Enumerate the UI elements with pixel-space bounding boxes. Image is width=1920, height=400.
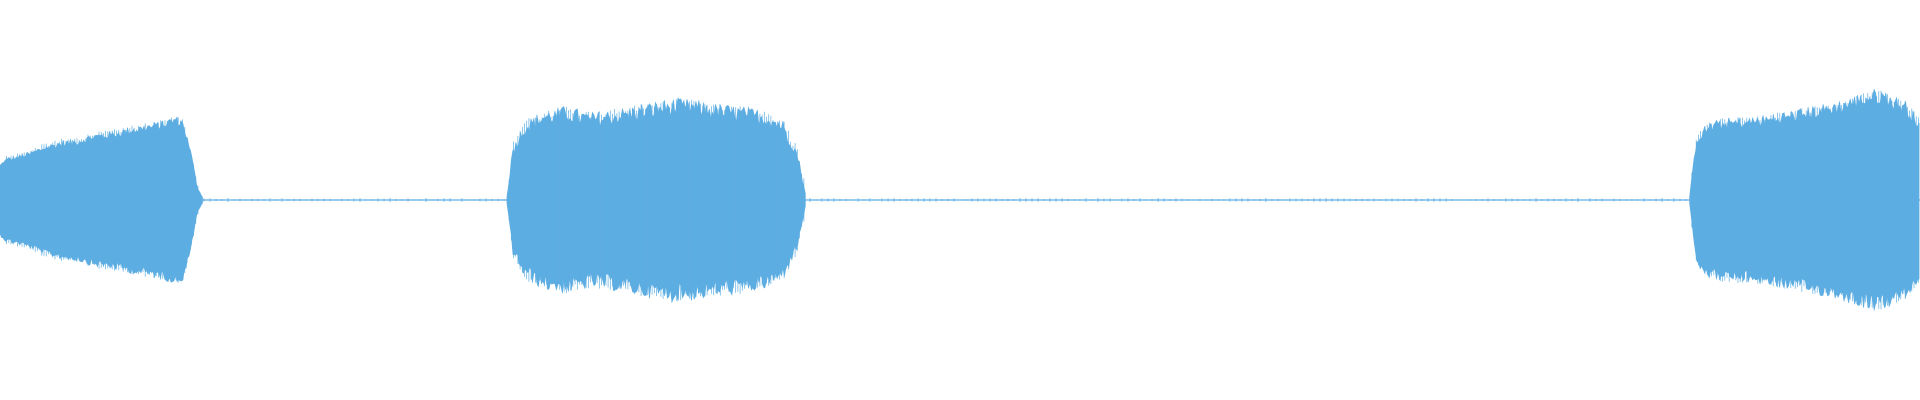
sound-segment-3 [1689, 88, 1920, 311]
sound-segment-2 [506, 97, 806, 304]
baseline-noise [203, 197, 1687, 203]
sound-segment-1 [0, 116, 203, 283]
